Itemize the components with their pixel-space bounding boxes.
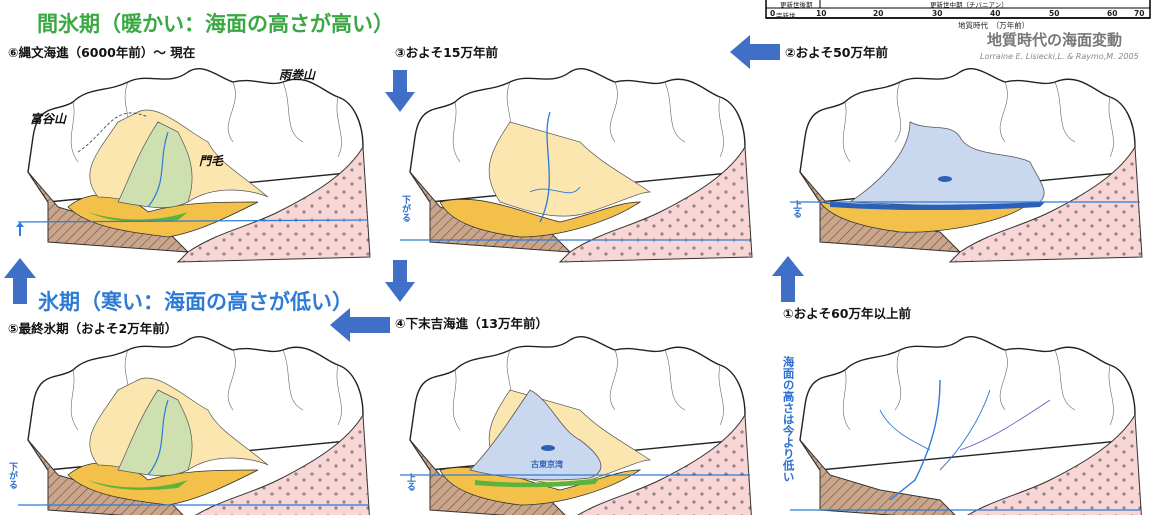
sea-level-chart: 更新世後期 更新世中期（チバニアン） 完新世 0 10 20 30 40 50 …: [760, 0, 1160, 70]
panel-2-diagram: [790, 62, 1150, 263]
chart-tick: 70: [1134, 9, 1145, 18]
down-text: 下がる: [7, 462, 17, 489]
down-text: 下がる: [400, 195, 410, 222]
panel-5-diagram: [18, 330, 378, 515]
up-label: 上る: [790, 200, 802, 221]
place-amaki: 雨巻山: [279, 68, 316, 82]
stage-6-label: ⑥縄文海進（6000年前）〜 現在: [8, 45, 196, 60]
stage-5-label: ⑤最終氷期（およそ2万年前）: [8, 321, 178, 336]
arrow-up-1-to-2-icon: [772, 256, 804, 302]
chart-tick: 30: [932, 9, 943, 18]
stage-3-label: ③およそ15万年前: [395, 45, 498, 60]
down-label-2: 下がる: [6, 462, 18, 492]
chart-tick: 20: [873, 9, 884, 18]
chart-tick: 40: [990, 9, 1001, 18]
interglacial-heading: 間氷期（暖かい：海面の高さが高い）: [37, 12, 394, 36]
up-label-2: 上る: [404, 473, 416, 494]
up-small-arrow-icon: [15, 222, 25, 236]
place-tomiya: 富谷山: [30, 112, 67, 126]
chart-title: 地質時代の海面変動: [987, 31, 1123, 49]
up-text: 上る: [791, 200, 801, 218]
chart-epoch-holocene: 完新世: [776, 12, 796, 20]
lower-sea-level-text: 海面の高さは今より低い: [781, 356, 796, 483]
arrow-left-2-to-3-icon: [730, 35, 780, 69]
chart-x-label: 地質時代 （万年前）: [958, 21, 1030, 30]
chart-frame: [765, 0, 1151, 19]
place-monge: 門毛: [199, 154, 224, 168]
chart-row-label-late: 更新世後期: [780, 1, 813, 9]
stage-2-label: ②およそ50万年前: [785, 45, 888, 60]
place-bay: 古東京湾: [531, 460, 563, 469]
arrow-down-3-icon: [385, 70, 415, 112]
stage-1-label: ①およそ60万年以上前: [783, 306, 911, 321]
glacial-heading: 氷期（寒い：海面の高さが低い）: [38, 290, 353, 314]
chart-row-label-mid: 更新世中期（チバニアン）: [930, 1, 1008, 9]
panel-6-diagram: [17, 62, 378, 263]
chart-tick: 10: [816, 9, 827, 18]
arrow-up-5-to-6-icon: [4, 258, 36, 304]
chart-source: Lorraine E. Lisiecki,L. & Raymo,M. 2005: [980, 52, 1139, 61]
panel-4-diagram: [400, 330, 760, 515]
chart-tick: 0: [770, 9, 776, 18]
panel-3-diagram: [400, 62, 760, 263]
stage-4-label: ④下末吉海進（13万年前）: [395, 316, 548, 331]
arrow-down-4-icon: [385, 260, 415, 302]
up-text: 上る: [405, 473, 415, 491]
chart-tick: 50: [1049, 9, 1060, 18]
arrow-left-4-to-5-icon: [330, 308, 390, 342]
chart-tick: 60: [1107, 9, 1118, 18]
panel-1-diagram: [790, 330, 1150, 515]
lower-sea-level-label: 海面の高さは今より低い: [781, 356, 796, 486]
down-label: 下がる: [399, 195, 411, 225]
